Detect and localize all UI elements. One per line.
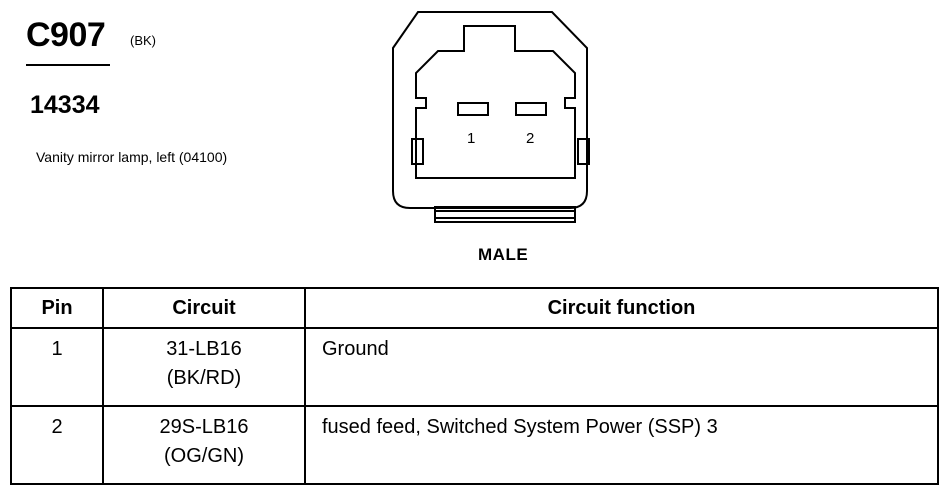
connector-color: (BK) [130,33,156,48]
pin-1-terminal [457,102,489,116]
pinout-table: Pin Circuit Circuit function 1 31-LB16 (… [10,287,939,485]
wire-color: (BK/RD) [166,367,242,389]
part-number: 14334 [30,91,100,119]
pin-2-terminal [515,102,547,116]
function-text: Ground [322,338,389,360]
connector-description: Vanity mirror lamp, left (04100) [36,149,228,165]
pin-cell: 2 [10,405,104,485]
function-text: fused feed, Switched System Power (SSP) … [322,416,718,438]
wire-color: (OG/GN) [164,445,244,467]
locking-tab-outer [434,206,576,223]
pin-2-number: 2 [526,130,534,147]
circuit-number: 29S-LB16 [159,416,249,438]
pin-cell: 1 [10,327,104,407]
locking-tab-inner [434,210,576,219]
header-circuit: Circuit [102,287,306,329]
side-key-right [577,138,590,165]
connector-inner-outline [415,25,576,179]
connector-face-diagram: 1 2 [392,11,590,223]
pin-1-number: 1 [467,130,475,147]
circuit-number: 31-LB16 [166,338,242,360]
circuit-cell: 29S-LB16 (OG/GN) [102,405,306,485]
side-key-left [411,138,424,165]
connector-gender-label: MALE [478,245,529,264]
function-cell: fused feed, Switched System Power (SSP) … [304,405,939,485]
table-row: 1 31-LB16 (BK/RD) Ground [10,327,939,407]
table-header-row: Pin Circuit Circuit function [10,287,939,329]
divider [26,64,110,66]
header-circuit-function: Circuit function [304,287,939,329]
circuit-cell: 31-LB16 (BK/RD) [102,327,306,407]
header-pin: Pin [10,287,104,329]
connector-id: C907 [26,16,106,54]
function-cell: Ground [304,327,939,407]
table-row: 2 29S-LB16 (OG/GN) fused feed, Switched … [10,405,939,485]
